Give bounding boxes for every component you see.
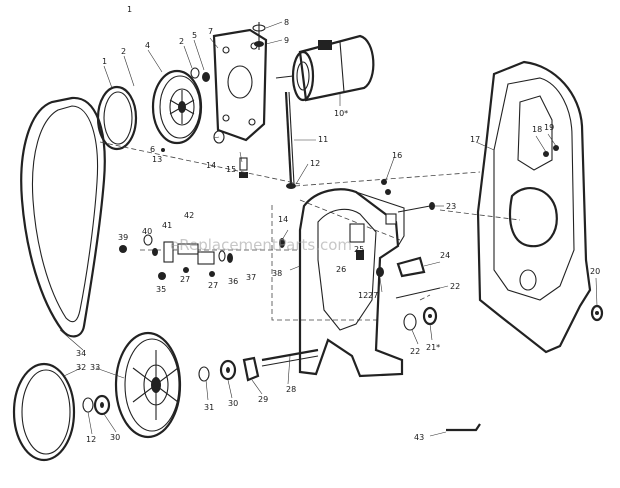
- part-labels: 1 1 2 4 2 5 7 8 9 10* 11 12 6 13 14 15 1…: [76, 5, 600, 444]
- label-part-24: 24: [440, 251, 450, 260]
- label-part-8: 8: [284, 18, 289, 27]
- label-part-15: 15: [226, 165, 236, 174]
- cover-hardware: [403, 306, 438, 331]
- lower-axle-hardware: [82, 348, 319, 416]
- label-part-30-left: 30: [110, 433, 120, 442]
- label-part-27-center: 27: [368, 291, 378, 300]
- label-part-30-right: 30: [228, 399, 238, 408]
- label-part-4: 4: [145, 41, 150, 50]
- label-part-22-right: 22: [450, 282, 460, 291]
- upper-hardware: [161, 67, 248, 178]
- label-part-10: 10*: [334, 109, 348, 118]
- label-part-13: 13: [152, 155, 162, 164]
- guide-assembly: [119, 234, 285, 280]
- label-part-40: 40: [142, 227, 152, 236]
- label-part-34: 34: [76, 349, 86, 358]
- label-part-28: 28: [286, 385, 296, 394]
- label-part-18: 18: [532, 125, 542, 134]
- label-part-17: 17: [470, 135, 480, 144]
- assembly-lines: [99, 141, 521, 321]
- label-part-11: 11: [318, 135, 328, 144]
- upper-tire: [96, 85, 138, 151]
- drive-belt: [20, 96, 106, 338]
- label-part-29: 29: [258, 395, 268, 404]
- label-part-5: 5: [192, 31, 197, 40]
- label-part-12-lower: 12: [86, 435, 96, 444]
- label-part-21: 21*: [426, 343, 440, 352]
- label-part-7: 7: [208, 27, 213, 36]
- label-part-14-upper: 14: [206, 161, 216, 170]
- leader-lines: [59, 21, 598, 437]
- label-part-25: 25: [354, 245, 364, 254]
- label-part-33: 33: [90, 363, 100, 372]
- label-part-32: 32: [76, 363, 86, 372]
- label-part-43: 43: [414, 433, 424, 442]
- label-part-42: 42: [184, 211, 194, 220]
- label-part-2: 2: [121, 47, 126, 56]
- wheel-cover: [476, 60, 592, 354]
- lower-tire: [12, 362, 76, 462]
- label-part-27-left: 27: [180, 275, 190, 284]
- label-part-16: 16: [392, 151, 402, 160]
- watermark-text: eReplacementParts.com: [170, 236, 352, 254]
- label-part-1: 1: [102, 57, 107, 66]
- label-part-26: 26: [336, 265, 346, 274]
- label-part-19: 19: [544, 123, 554, 132]
- label-part-1-top: 1: [127, 5, 132, 14]
- label-part-35: 35: [156, 285, 166, 294]
- label-part-14-center: 14: [278, 215, 288, 224]
- motor: [275, 34, 375, 102]
- label-part-27-mid: 27: [208, 281, 218, 290]
- center-frame: [298, 188, 405, 378]
- label-part-31: 31: [204, 403, 214, 412]
- label-part-9: 9: [284, 36, 289, 45]
- hex-key: [446, 423, 481, 432]
- adjustment-rod: [284, 91, 296, 189]
- motor-bracket: [212, 28, 268, 142]
- label-part-41: 41: [162, 221, 172, 230]
- label-part-37: 37: [246, 273, 256, 282]
- motor-mount-hardware: [252, 22, 266, 50]
- label-part-36: 36: [228, 277, 238, 286]
- label-part-12-center: 12: [358, 291, 368, 300]
- frame-hardware: [356, 179, 441, 299]
- label-part-23: 23: [446, 202, 456, 211]
- label-part-20: 20: [590, 267, 600, 276]
- label-part-22-lower: 22: [410, 347, 420, 356]
- label-part-39: 39: [118, 233, 128, 242]
- label-part-6: 6: [150, 145, 155, 154]
- upper-wheel: [151, 69, 203, 145]
- label-part-2b: 2: [179, 37, 184, 46]
- label-part-38: 38: [272, 269, 282, 278]
- lower-wheel: [114, 331, 182, 439]
- label-part-12-upper: 12: [310, 159, 320, 168]
- cover-knob: [590, 304, 604, 322]
